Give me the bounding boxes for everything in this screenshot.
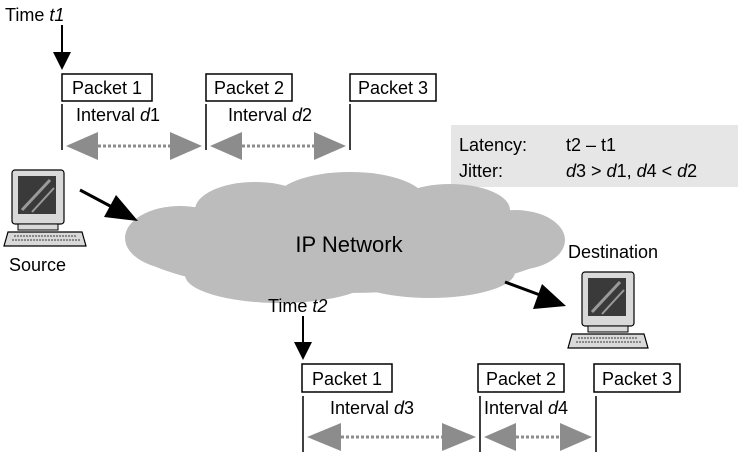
svg-text:Packet 3: Packet 3 [358,78,428,98]
computer-icon [567,271,649,349]
svg-text:Packet 2: Packet 2 [486,369,556,389]
source-interval-2-arrow [210,132,346,160]
destination-time-arrow-head [294,342,312,360]
latency-value: t2 – t1 [566,135,616,155]
destination-packet-3: Packet 3 [593,363,681,393]
destination-label: Destination [568,242,658,262]
source-packet-3: Packet 3 [349,73,437,102]
network-to-destination-arrow [504,280,566,309]
destination-interval-4-arrow [484,423,592,451]
source-packet-2: Packet 2 [205,73,293,102]
computer-icon [3,169,87,247]
source-to-network-arrow [79,188,138,221]
svg-text:Packet 3: Packet 3 [602,369,672,389]
destination-interval-3-label: Interval d3 [330,398,414,418]
source-interval-1-arrow [66,132,202,160]
source-label: Source [9,255,66,275]
svg-text:Packet 1: Packet 1 [72,78,142,98]
source-time-label: Time t1 [5,5,64,25]
jitter-value: d3 > d1, d4 < d2 [566,161,697,181]
source-time-arrow-head [53,52,71,70]
destination-interval-4-label: Interval d4 [484,398,568,418]
destination-interval-3-arrow [307,423,476,451]
jitter-label: Jitter: [459,161,503,181]
svg-text:Packet 2: Packet 2 [214,78,284,98]
destination-packet-2: Packet 2 [477,363,565,393]
destination-packet-1: Packet 1 [301,363,393,393]
legend-box: Latency: t2 – t1 Jitter: d3 > d1, d4 < d… [451,125,738,187]
latency-label: Latency: [459,135,527,155]
ip-network-label: IP Network [295,232,403,257]
ip-network-cloud [125,172,565,303]
svg-text:Packet 1: Packet 1 [312,369,382,389]
source-interval-1-label: Interval d1 [76,105,160,125]
source-packet-1: Packet 1 [61,73,153,102]
destination-time-label: Time t2 [268,296,327,316]
source-interval-2-label: Interval d2 [228,105,312,125]
